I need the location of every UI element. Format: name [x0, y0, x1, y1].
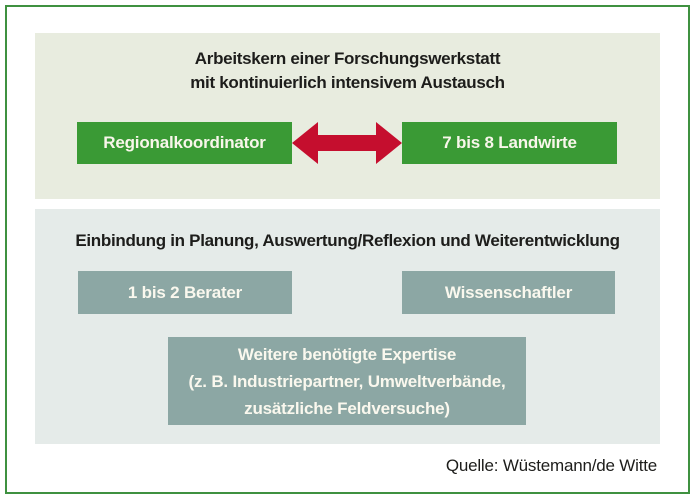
expertise-box-line1: Weitere benötigte Expertise [237, 344, 457, 364]
workshop-panel: Arbeitskern einer Forschungswerkstatt mi… [35, 33, 660, 199]
coordinator-box-label: Regionalkoordinator [103, 133, 266, 152]
workshop-title-line2: mit kontinuierlich intensivem Austausch [190, 73, 505, 92]
expertise-box-line3: zusätzliche Feldversuche) [244, 398, 450, 418]
farmers-box: 7 bis 8 Landwirte [402, 122, 617, 164]
scientists-box: Wissenschaftler [402, 271, 615, 314]
workshop-panel-title: Arbeitskern einer Forschungswerkstatt mi… [35, 47, 660, 95]
expertise-box: Weitere benötigte Expertise (z. B. Indus… [168, 337, 526, 425]
integration-panel: Einbindung in Planung, Auswertung/Reflex… [35, 209, 660, 444]
expertise-box-line2: (z. B. Industriepartner, Umweltverbände, [188, 371, 506, 391]
scientists-box-label: Wissenschaftler [444, 282, 573, 302]
workshop-title-line1: Arbeitskern einer Forschungswerkstatt [194, 49, 501, 68]
farmers-box-label: 7 bis 8 Landwirte [442, 133, 577, 152]
advisors-box-label: 1 bis 2 Berater [127, 282, 243, 302]
double-headed-arrow-icon [292, 122, 402, 164]
source-caption: Quelle: Wüstemann/de Witte [445, 456, 657, 475]
coordinator-box: Regionalkoordinator [77, 122, 292, 164]
exchange-arrow [292, 121, 402, 165]
integration-panel-title: Einbindung in Planung, Auswertung/Reflex… [75, 231, 620, 250]
advisors-box: 1 bis 2 Berater [78, 271, 292, 314]
